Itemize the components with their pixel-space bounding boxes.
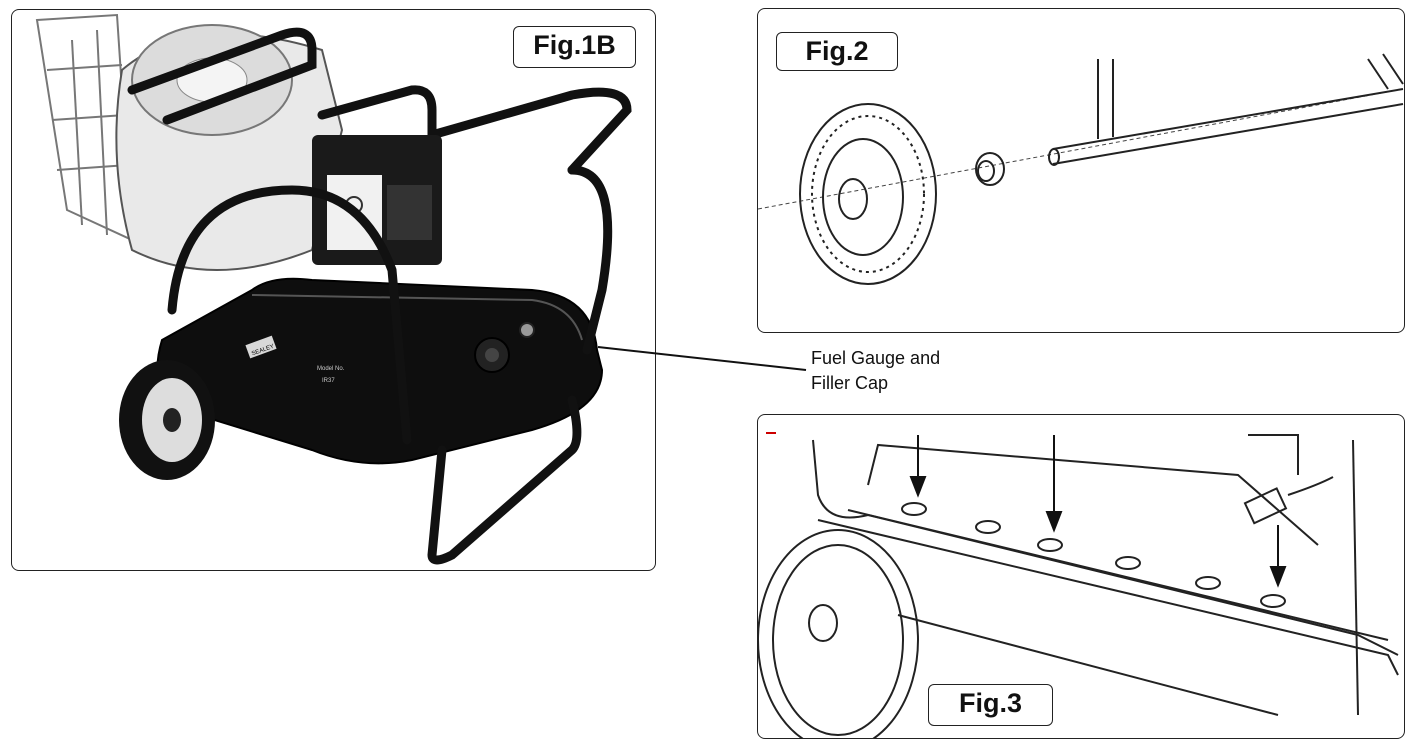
brand-plate — [245, 335, 277, 359]
fig3-panel: Fig.3 — [757, 414, 1405, 739]
model-text: IR37 — [322, 378, 335, 384]
model-no-text: Model No. — [317, 366, 345, 372]
fuel-gauge — [519, 322, 535, 338]
frame-bolts-drawing — [758, 432, 1399, 738]
wheel — [119, 360, 215, 480]
wheel-drawing — [799, 103, 937, 285]
wheel-assembly-drawing — [758, 53, 1404, 285]
bushing-drawing — [975, 152, 1005, 186]
fuel-gauge-callout: Fuel Gauge and Filler Cap — [811, 346, 940, 396]
bolt-markers — [901, 502, 1286, 608]
front-leg — [427, 395, 582, 565]
fig1b-panel: SEALEY Model No. IR37 Fig.1B — [11, 9, 656, 571]
plug-drawing — [1243, 476, 1334, 525]
axle-frame-drawing — [1048, 53, 1404, 166]
handle-frame — [127, 27, 317, 125]
heater-photo: SEALEY Model No. IR37 — [35, 13, 632, 565]
fig2-panel: Fig.2 — [757, 8, 1405, 333]
callout-line-2: Filler Cap — [811, 373, 889, 393]
fuel-tank — [156, 277, 604, 465]
wheel-drawing — [758, 529, 919, 738]
fig2-label: Fig.2 — [776, 32, 898, 71]
arrow-icons — [909, 435, 1287, 588]
fig1b-label: Fig.1B — [513, 26, 636, 68]
fig3-label: Fig.3 — [928, 684, 1053, 726]
callout-line-1: Fuel Gauge and — [811, 348, 941, 368]
